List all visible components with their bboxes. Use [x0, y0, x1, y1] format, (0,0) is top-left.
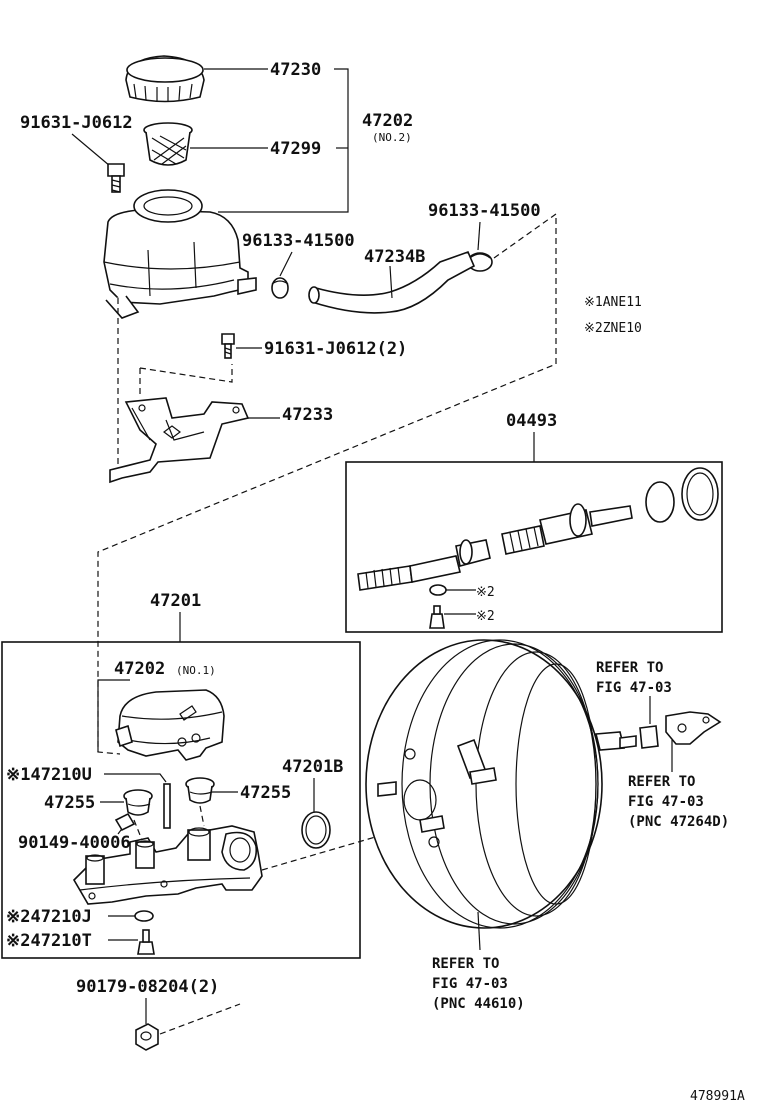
hose-clip-left-part[interactable]: [271, 277, 289, 299]
label-47299: 47299: [270, 139, 321, 159]
reservoir-cap-part[interactable]: [125, 55, 205, 103]
grommet-left-part[interactable]: [123, 789, 153, 816]
label-90149-40006: 90149-40006: [18, 833, 131, 853]
master-reservoir-part[interactable]: [115, 689, 225, 761]
label-47255-left: 47255: [44, 793, 95, 813]
label-47202-main: 47202: [114, 659, 165, 679]
reservoir-tank-part[interactable]: [103, 189, 257, 319]
reservoir-strainer-part[interactable]: [143, 122, 193, 166]
pin-47210u-part[interactable]: [163, 783, 171, 829]
ref-mid-line-2: FIG 47-03: [628, 794, 704, 810]
label-47201: 47201: [150, 591, 201, 611]
label-47201b: 47201B: [282, 757, 343, 777]
valve-47210t-part[interactable]: [137, 929, 155, 955]
brake-booster-part[interactable]: [365, 639, 637, 929]
label-96133-41500-right: 96133-41500: [428, 201, 541, 221]
booster-nut-part[interactable]: [135, 1023, 159, 1051]
reservoir-hose-part[interactable]: [308, 250, 476, 314]
ref-top-line-2: FIG 47-03: [596, 680, 672, 696]
kit-note-1: ※2: [476, 585, 495, 600]
label-47234b: 47234B: [364, 247, 425, 267]
label-47230: 47230: [270, 60, 321, 80]
label-04493: 04493: [506, 411, 557, 431]
clevis-nut-part[interactable]: [639, 725, 659, 749]
seal-47210j-part[interactable]: [134, 910, 154, 922]
label-47233: 47233: [282, 405, 333, 425]
label-47255-right: 47255: [240, 783, 291, 803]
kit-seal-part[interactable]: [429, 584, 447, 596]
kit-secondary-piston-part[interactable]: [357, 539, 491, 591]
clevis-part[interactable]: [665, 711, 722, 745]
legend-note-1: ※1ANE11: [584, 295, 642, 310]
reservoir-bracket-part[interactable]: [109, 397, 250, 484]
legend-note-2: ※2ZNE10: [584, 321, 642, 336]
ref-bot-line-1: REFER TO: [432, 956, 499, 972]
label-47210j: ※247210J: [6, 907, 92, 927]
bleeder-plug-part[interactable]: [114, 812, 136, 832]
reservoir-bolt-part[interactable]: [107, 163, 125, 193]
bracket-bolt-part[interactable]: [221, 333, 235, 359]
label-47202-main-note: (NO.1): [176, 664, 216, 677]
ref-top-line-1: REFER TO: [596, 660, 663, 676]
figure-id: 478991A: [690, 1089, 745, 1104]
label-47202-note: (NO.2): [372, 131, 412, 144]
ref-mid-line-1: REFER TO: [628, 774, 695, 790]
kit-valve-part[interactable]: [429, 605, 445, 629]
ref-bot-line-3: (PNC 44610): [432, 996, 525, 1012]
oring-47201b-part[interactable]: [301, 811, 331, 849]
label-90179-08204: 90179-08204(2): [76, 977, 219, 997]
kit-oring-small-part[interactable]: [645, 481, 675, 523]
ref-mid-line-3: (PNC 47264D): [628, 814, 729, 830]
master-cylinder-body-part[interactable]: [72, 825, 263, 905]
label-91631-j0612-2: 91631-J0612(2): [264, 339, 407, 359]
label-91631-j0612: 91631-J0612: [20, 113, 133, 133]
ref-bot-line-2: FIG 47-03: [432, 976, 508, 992]
kit-04493-box: [345, 461, 723, 633]
label-96133-41500-left: 96133-41500: [242, 231, 355, 251]
kit-note-2: ※2: [476, 609, 495, 624]
kit-oring-large-part[interactable]: [681, 467, 719, 521]
grommet-right-part[interactable]: [185, 777, 215, 804]
master-cylinder-assy-box: [1, 641, 361, 959]
label-47210t: ※247210T: [6, 931, 92, 951]
label-47202: 47202: [362, 111, 413, 131]
kit-primary-piston-part[interactable]: [501, 503, 633, 555]
label-47210u: ※147210U: [6, 765, 92, 785]
